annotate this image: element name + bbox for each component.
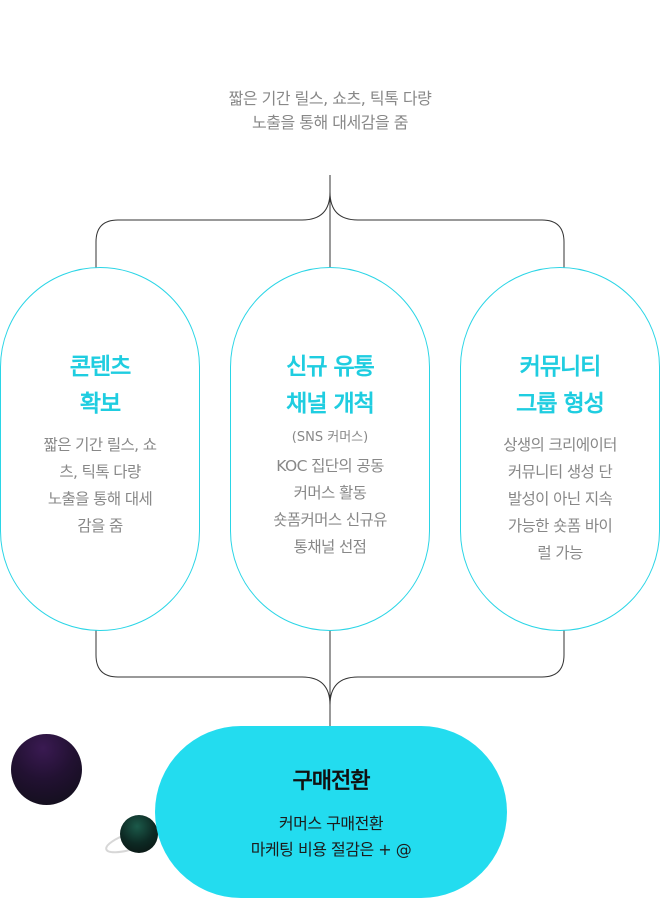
- pill-desc-line: 럴 가능: [537, 544, 583, 562]
- pill-title-line: 채널 개척: [286, 391, 375, 417]
- pill-content-acquisition: 콘텐츠 확보 짧은 기간 릴스, 쇼 츠, 틱톡 다량 노출을 통해 대세 감을…: [0, 267, 200, 631]
- decorative-planet-large: [11, 734, 82, 805]
- intro-line: 노출을 통해 대세감을 줌: [252, 113, 408, 132]
- pill-new-channel: 신규 유통 채널 개척 (SNS 커머스) KOC 집단의 공동 커머스 활동 …: [230, 267, 430, 631]
- pill-title-line: 확보: [79, 391, 121, 417]
- intro-line: 짧은 기간 릴스, 쇼츠, 틱톡 다량: [228, 89, 432, 108]
- result-title: 구매전환: [292, 769, 371, 794]
- pill-title-line: 콘텐츠: [69, 354, 131, 380]
- pill-title-line: 커뮤니티: [519, 354, 602, 380]
- pill-subtitle: (SNS 커머스): [291, 430, 369, 445]
- bottom-right-branch: [329, 630, 565, 706]
- pill-title: 콘텐츠 확보: [1, 349, 199, 423]
- result-description: 커머스 구매전환 마케팅 비용 절감은 + @: [155, 811, 507, 863]
- pill-desc-line: 감을 줌: [77, 517, 123, 535]
- pill-desc-line: 발성이 아닌 지속: [507, 490, 613, 508]
- pill-desc-line: 가능한 숏폼 바이: [507, 517, 613, 535]
- pill-title: 커뮤니티 그룹 형성: [461, 349, 659, 423]
- pill-desc-line: 츠, 틱톡 다량: [59, 463, 141, 481]
- pill-desc-line: 통채널 선점: [293, 538, 367, 556]
- top-left-branch: [95, 191, 331, 268]
- pill-description: 상생의 크리에이터 커뮤니티 생성 단 발성이 아닌 지속 가능한 숏폼 바이 …: [461, 432, 659, 567]
- pill-desc-line: 숏폼커머스 신규유: [273, 511, 387, 529]
- result-pill: 구매전환 커머스 구매전환 마케팅 비용 절감은 + @: [155, 726, 507, 898]
- result-desc-line: 마케팅 비용 절감은 + @: [250, 840, 412, 859]
- pill-title-line: 그룹 형성: [516, 391, 605, 417]
- pill-desc-line: 상생의 크리에이터: [503, 436, 617, 454]
- pill-description: KOC 집단의 공동 커머스 활동 숏폼커머스 신규유 통채널 선점: [231, 453, 429, 561]
- pill-desc-line: KOC 집단의 공동: [276, 457, 384, 475]
- pill-title-line: 신규 유통: [286, 354, 375, 380]
- result-desc-line: 커머스 구매전환: [278, 814, 384, 833]
- pill-description: 짧은 기간 릴스, 쇼 츠, 틱톡 다량 노출을 통해 대세 감을 줌: [1, 432, 199, 540]
- pill-title: 신규 유통 채널 개척: [231, 349, 429, 423]
- pill-community-group: 커뮤니티 그룹 형성 상생의 크리에이터 커뮤니티 생성 단 발성이 아닌 지속…: [460, 267, 660, 631]
- pill-desc-line: 커뮤니티 생성 단: [507, 463, 613, 481]
- pill-desc-line: 커머스 활동: [293, 484, 367, 502]
- pill-desc-line: 짧은 기간 릴스, 쇼: [43, 436, 158, 454]
- top-right-branch: [329, 191, 565, 268]
- intro-text: 짧은 기간 릴스, 쇼츠, 틱톡 다량 노출을 통해 대세감을 줌: [0, 87, 660, 135]
- pill-desc-line: 노출을 통해 대세: [47, 490, 153, 508]
- bottom-left-branch: [95, 630, 331, 706]
- decorative-planet-small: [120, 815, 158, 853]
